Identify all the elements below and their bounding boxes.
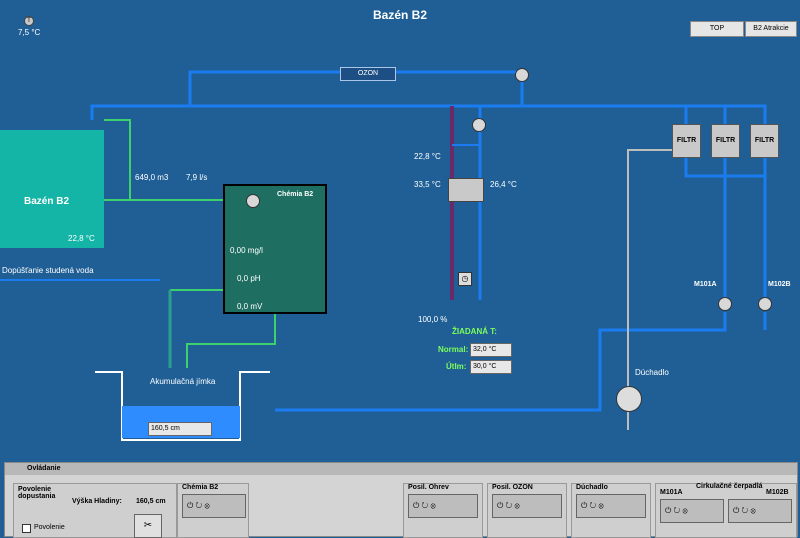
ozon-label[interactable]: OZON	[340, 67, 396, 81]
ozon-group-title: Posil. OZON	[492, 484, 533, 491]
permission-title: Povolenie dopustania	[18, 486, 56, 500]
chem-pump-icon[interactable]	[246, 194, 260, 208]
pump-a-icon[interactable]	[718, 297, 732, 311]
ozon-control[interactable]: ⏻ ↻ ⊗	[492, 494, 562, 518]
blower-group: Dúchadlo ⏻ ↻ ⊗	[571, 483, 651, 538]
blower-label: Dúchadlo	[635, 368, 669, 377]
pool-temp: 22,8 °C	[68, 234, 95, 243]
top-button[interactable]: TOP	[690, 21, 744, 37]
level-label: Výška Hladiny:	[72, 498, 122, 505]
ozon-group: Posil. OZON ⏻ ↻ ⊗	[487, 483, 567, 538]
circ-pump-b-control[interactable]: ⏻ ↻ ⊗	[728, 499, 792, 523]
heater-t1: 22,8 °C	[414, 152, 441, 161]
chem-group-title: Chémia B2	[182, 484, 219, 491]
outside-temp: 7,5 °C	[18, 28, 41, 37]
chem-group: Chémia B2 ⏻ ↻ ⊗	[177, 483, 249, 538]
heater-control[interactable]: ⏻ ↻ ⊗	[408, 494, 478, 518]
b2-atrakcie-button[interactable]: B2 Atrakcie	[745, 21, 797, 37]
heater-valve: 100,0 %	[418, 315, 448, 324]
outside-temp-icon: T	[24, 16, 34, 26]
permission-group: Povolenie dopustania Výška Hladiny: 160,…	[13, 483, 177, 538]
permission-checkbox[interactable]	[22, 524, 31, 533]
blower-group-title: Dúchadlo	[576, 484, 608, 491]
pump-b-label: M102B	[768, 281, 791, 288]
cold-water-label: Dopúšťanie studená voda	[2, 266, 94, 275]
pump-b-icon[interactable]	[758, 297, 772, 311]
filter-3[interactable]: FILTR	[750, 124, 779, 158]
circ-pump-a-label: M101A	[660, 489, 683, 496]
level-value: 160,5 cm	[136, 498, 166, 505]
blower-control[interactable]: ⏻ ↻ ⊗	[576, 494, 646, 518]
filter-1[interactable]: FILTR	[672, 124, 701, 158]
filter-2[interactable]: FILTR	[711, 124, 740, 158]
ozon-pump-icon[interactable]	[515, 68, 529, 82]
heater-group: Posil. Ohrev ⏻ ↻ ⊗	[403, 483, 483, 538]
clock-icon[interactable]: ◷	[458, 272, 472, 286]
circ-pump-b-label: M102B	[766, 489, 789, 496]
sump-label: Akumulačná jímka	[150, 377, 216, 386]
heat-exchanger[interactable]	[448, 178, 484, 202]
heater-t2: 33,5 °C	[414, 180, 441, 189]
setpoint-utlm-label: Útlm:	[446, 362, 467, 371]
chem-title: Chémia B2	[277, 191, 314, 198]
tank-level: 160,5 cm	[148, 422, 212, 436]
circ-pumps-group: Cirkulačné čerpadlá M101A M102B ⏻ ↻ ⊗ ⏻ …	[655, 483, 797, 538]
flow-rate: 7,9 l/s	[186, 173, 208, 182]
chem-cl: 0,00 mg/l	[230, 246, 263, 255]
circ-pumps-title: Cirkulačné čerpadlá	[696, 483, 763, 490]
control-panel: Ovládanie Povolenie dopustania Výška Hla…	[4, 462, 798, 538]
flow-volume: 649,0 m3	[135, 173, 169, 182]
pool-name: Bazén B2	[24, 196, 70, 207]
heater-group-title: Posil. Ohrev	[408, 484, 449, 491]
heater-pump-icon[interactable]	[472, 118, 486, 132]
panel-title: Ovládanie	[5, 463, 797, 475]
pool: Bazén B2 22,8 °C	[0, 130, 104, 248]
setpoint-normal-input[interactable]: 32,0 °C	[470, 343, 512, 357]
setpoint-title: ŽIADANÁ T:	[452, 327, 497, 336]
heater-t3: 26,4 °C	[490, 180, 517, 189]
chem-redox: 0,0 mV	[237, 302, 263, 311]
valve-button[interactable]: ✂	[134, 514, 162, 538]
chem-ph: 0,0 pH	[237, 274, 261, 283]
pump-a-label: M101A	[694, 281, 717, 288]
chem-box[interactable]: Chémia B2 0,00 mg/l 0,0 pH 0,0 mV	[223, 184, 327, 314]
circ-pump-a-control[interactable]: ⏻ ↻ ⊗	[660, 499, 724, 523]
window-title: Bazén B2	[372, 8, 428, 22]
chem-control[interactable]: ⏻ ↻ ⊗	[182, 494, 246, 518]
setpoint-utlm-input[interactable]: 30,0 °C	[470, 360, 512, 374]
setpoint-normal-label: Normal:	[438, 345, 469, 354]
permission-checkbox-label: Povolenie	[34, 524, 65, 531]
blower-icon[interactable]	[616, 386, 642, 412]
